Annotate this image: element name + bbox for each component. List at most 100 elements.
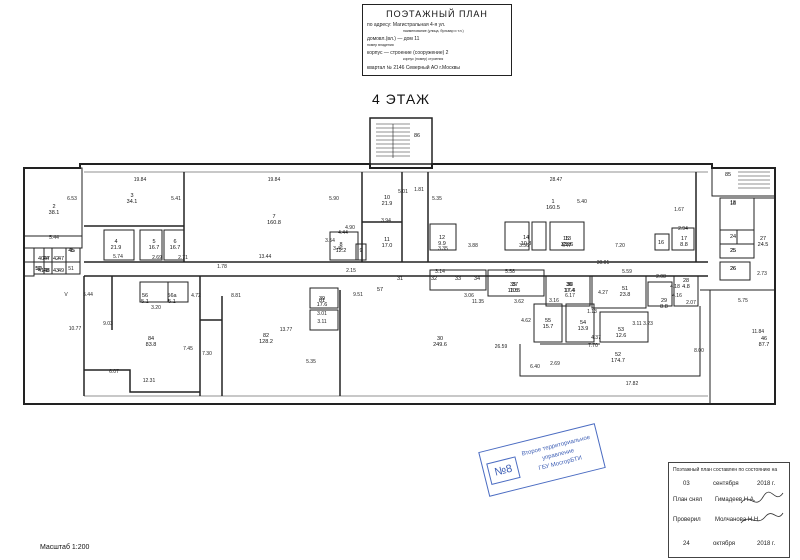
dimension-label: 26.59 [495,344,508,350]
dimension-label: 30.01 [597,260,610,266]
address-line: по адресу: Магистральная 4-я ул. [367,22,446,28]
dimension-label: 3.11 [632,321,642,327]
room-number: 31 [397,276,403,282]
room-number: 46 [761,336,767,342]
left-annex [23,167,83,275]
room-number: 43 [53,268,59,274]
scale-label: Масштаб 1:200 [40,544,90,551]
room-number: 4 [114,239,117,245]
room-area: 38.1 [49,210,60,216]
building-outline [23,163,776,405]
room-area: 8.8 [680,242,688,248]
room-number: 27 [760,236,766,242]
dimension-label: 5.59 [622,269,632,275]
room-area: 23.6 [563,242,574,248]
dimension-label: 12.31 [143,378,156,384]
address-sub: наименование (улица, бульвар и т.п.) [403,29,464,33]
dimension-label: 6.07 [109,369,119,375]
room-number: 8 [339,242,342,248]
room-number: 53 [618,327,624,333]
plan-mark: 48 [44,268,50,274]
block-line: квартал № 2146 Северный АО г.Москвы [367,65,460,71]
south-small-rooms [139,269,701,377]
room-area: 8.8 [660,304,668,310]
plan-mark: 45 [68,248,74,254]
room-area: 23.8 [620,292,631,298]
dimension-label: 5.74 [113,254,123,260]
dimension-label: 6.17 [565,293,575,299]
dimension-label: 1.67 [674,207,684,213]
room-area: 9.9 [438,241,446,247]
room-area: 17.4 [565,288,576,294]
room-number: 2 [52,204,55,210]
dimension-label: 11.84 [752,329,764,335]
dimension-label: 2.94 [678,226,688,232]
house-line: домовл.(вл.) — дом 11 [367,36,420,42]
room-number: 41 [38,268,44,274]
cert-date1-month: сентября [713,481,739,487]
dimension-label: 3.56 [519,243,529,249]
dimension-label: 3.94 [381,218,391,224]
room-number: 3 [130,193,133,199]
room-number: 39 [319,296,325,302]
room-number: 12 [439,235,445,241]
room-area: 128.2 [259,339,273,345]
room-area: 12.2 [336,248,347,254]
room-number: 47 [58,256,64,262]
checked-name: Молчанова Н.Н. [715,517,760,523]
cert-date1-day: 03 [683,481,690,487]
dimension-label: 3.54 [325,238,335,244]
room-number: 29 [661,298,667,304]
dimension-label: 9.51 [353,292,363,298]
dimension-label: 2.69 [550,361,560,367]
room-area: 10.3 [521,241,532,247]
room-number: 17 [681,236,687,242]
dimension-label: 3.62 [514,299,524,305]
dimension-label: 4.62 [521,318,531,324]
building-line: корпус — строение (сооружение) 2 [367,50,449,56]
stair-treads [376,123,410,158]
plan-mark: 51 [68,266,74,272]
prepared-label: План снял [673,497,703,503]
certification-block: Поэтажный план составлен по состоянию на… [668,462,790,558]
room-area: 17.4 [564,288,575,294]
dimension-label: 4.90 [345,225,355,231]
dimension-label: 3.23 [643,321,653,327]
room-number: 16 [658,240,664,246]
room-area: 5.1 [141,299,149,305]
dimension-label: 4.37 [591,335,601,341]
room-number: 30 [437,336,443,342]
dimension-label: 5.58 [505,269,515,275]
stamp-number: №8 [486,456,521,485]
room-area: 17.0 [382,243,393,249]
room-number: 38 [567,282,573,288]
room-area: 17.6 [317,302,328,308]
plan-mark: 47 [44,256,50,262]
room-area: 174.7 [611,358,625,364]
room-number: 84 [148,336,154,342]
room-area: 21.9 [111,245,122,251]
room-number: 36 [566,282,572,288]
room-number: 14 [523,235,529,241]
dimension-label: 4.72 [191,293,201,299]
room-area: 13.9 [578,326,589,332]
room-area: 83.8 [146,342,157,348]
dimension-label: 17.82 [626,381,639,387]
dimension-label: 8.81 [231,293,241,299]
plan-mark: 26 [730,266,736,272]
dimension-label: 2.73 [757,271,767,277]
room-area: 13.3 [561,242,572,248]
room-number: 24 [730,234,736,240]
dimension-label: 4.18 [670,284,680,290]
room-number: 55 [545,318,551,324]
stair-tower-outline [369,117,433,165]
dimension-label: 6.40 [530,364,540,370]
dimension-label: 4.44 [338,230,348,236]
dimension-label: 3.88 [468,243,478,249]
room-number: 6 [173,239,176,245]
room-number: 28 [683,278,689,284]
cert-date2-day: 24 [683,541,690,547]
plan-mark: V [64,292,68,298]
room-number: 81 [319,298,325,304]
room-area: 160.8 [267,220,281,226]
